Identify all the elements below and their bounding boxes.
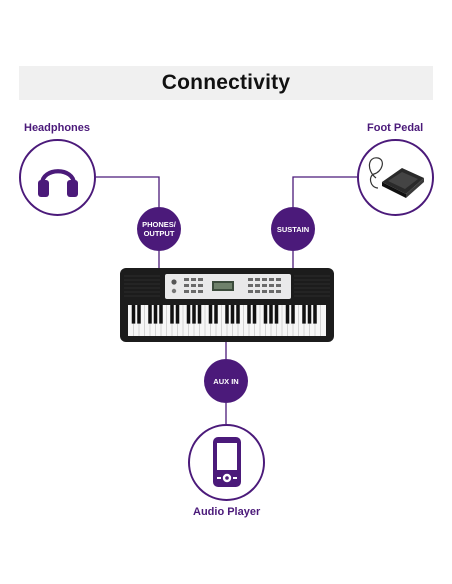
aux-in-badge: AUX IN	[204, 359, 248, 403]
foot-pedal-connector	[292, 176, 357, 207]
headphones-label: Headphones	[24, 122, 91, 134]
foot-pedal-circle	[357, 139, 434, 216]
keyboard-image	[120, 268, 334, 342]
headphones-icon	[37, 168, 78, 197]
audio-player-label: Audio Player	[193, 506, 261, 518]
page-title: Connectivity	[161, 71, 291, 94]
headphones-connector	[96, 176, 160, 207]
phones-output-badge: PHONES/ OUTPUT	[137, 207, 181, 251]
foot-pedal-label: Foot Pedal	[367, 122, 424, 134]
sustain-badge: SUSTAIN	[271, 207, 315, 251]
phones-badge-line1: PHONES/	[142, 220, 176, 229]
sustain-pedal-icon	[368, 156, 424, 198]
phones-badge-line2: OUTPUT	[143, 229, 175, 238]
sustain-badge-label: SUSTAIN	[276, 224, 310, 234]
aux-badge-label: AUX IN	[213, 376, 239, 386]
audio-player-circle	[188, 424, 265, 501]
smartphone-icon	[212, 436, 241, 487]
headphones-circle	[19, 139, 96, 216]
title-band: Connectivity	[19, 66, 433, 100]
